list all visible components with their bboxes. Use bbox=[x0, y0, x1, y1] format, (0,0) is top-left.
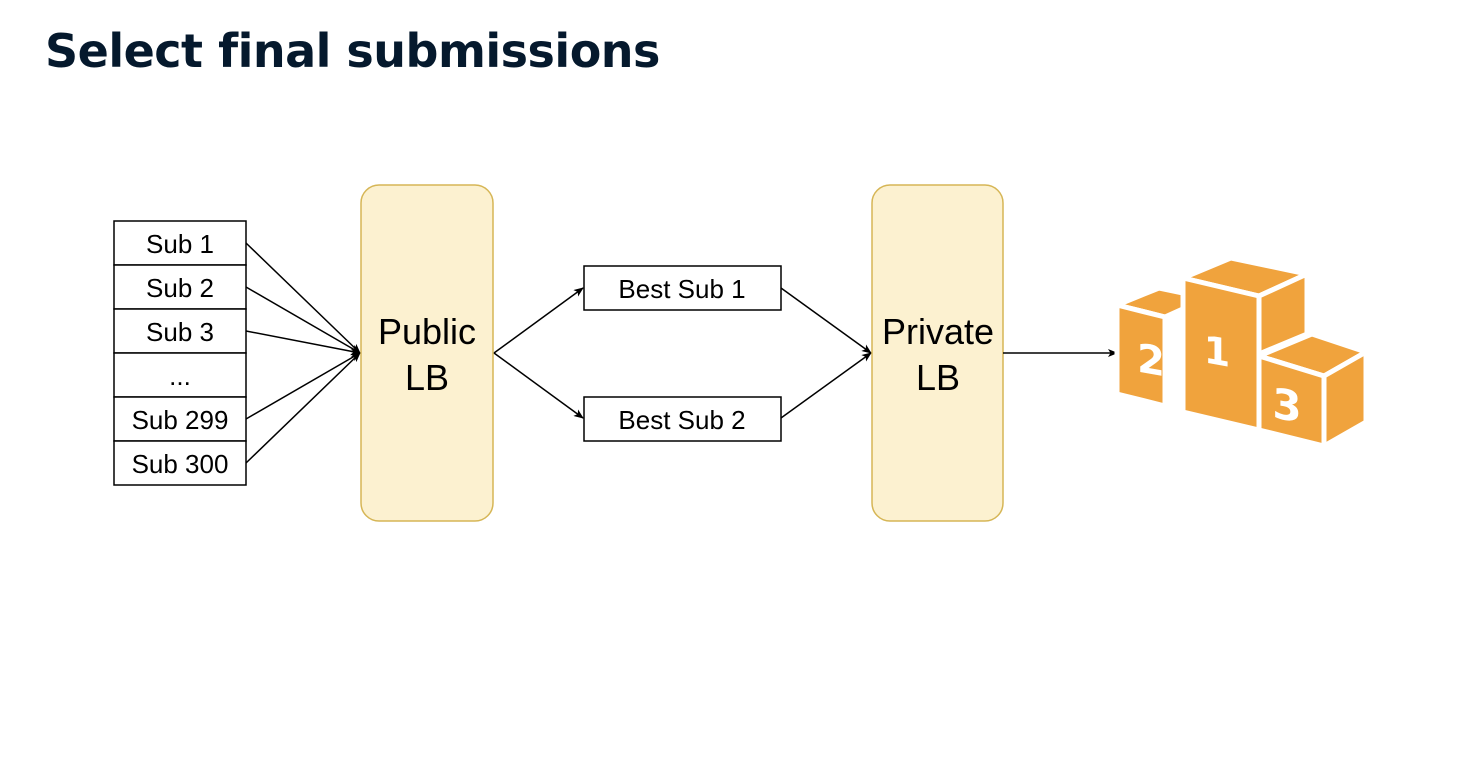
connector-arrow bbox=[245, 352, 361, 420]
best-sub-connectors bbox=[780, 287, 872, 419]
best-sub-box: Best Sub 2 bbox=[583, 396, 782, 442]
connector-arrow bbox=[245, 330, 361, 356]
submission-box: Sub 300 bbox=[113, 440, 247, 486]
submission-box: ... bbox=[113, 352, 247, 398]
submission-connectors bbox=[245, 242, 361, 464]
submission-label: Sub 299 bbox=[132, 405, 229, 435]
best-sub-label: Best Sub 1 bbox=[618, 274, 745, 304]
submission-box: Sub 299 bbox=[113, 396, 247, 442]
public-lb-label-line1: Public bbox=[378, 311, 476, 352]
submission-label: Sub 1 bbox=[146, 229, 214, 259]
submission-label: Sub 2 bbox=[146, 273, 214, 303]
private-lb-label-line2: LB bbox=[916, 357, 960, 398]
connector-arrow bbox=[245, 352, 361, 464]
connector-arrow bbox=[245, 242, 361, 354]
public-lb-connectors bbox=[493, 287, 584, 419]
private-lb-label-line1: Private bbox=[882, 311, 994, 352]
public-lb-box: Public LB bbox=[360, 184, 494, 522]
submission-list: Sub 1 Sub 2 Sub 3 ... Sub 299 Sub 300 bbox=[113, 220, 247, 486]
connector-arrow bbox=[780, 352, 872, 419]
submission-label: Sub 3 bbox=[146, 317, 214, 347]
submission-label: ... bbox=[169, 361, 191, 391]
connector-arrow bbox=[493, 287, 584, 354]
connector-arrow bbox=[245, 286, 361, 354]
best-sub-label: Best Sub 2 bbox=[618, 405, 745, 435]
best-sub-box: Best Sub 1 bbox=[583, 265, 782, 311]
submission-label: Sub 300 bbox=[132, 449, 229, 479]
private-lb-box: Private LB bbox=[871, 184, 1004, 522]
podium-place-1: 1 bbox=[1204, 328, 1230, 377]
podium-place-2: 2 bbox=[1137, 335, 1165, 387]
connector-arrow bbox=[780, 287, 872, 354]
connector-arrow bbox=[493, 352, 584, 419]
podium-icon: 2 1 3 bbox=[1114, 255, 1369, 449]
submission-box: Sub 3 bbox=[113, 308, 247, 354]
submission-box: Sub 2 bbox=[113, 264, 247, 310]
submission-box: Sub 1 bbox=[113, 220, 247, 266]
public-lb-label-line2: LB bbox=[405, 357, 449, 398]
podium-place-3: 3 bbox=[1272, 379, 1301, 433]
page-title: Select final submissions bbox=[45, 24, 660, 78]
